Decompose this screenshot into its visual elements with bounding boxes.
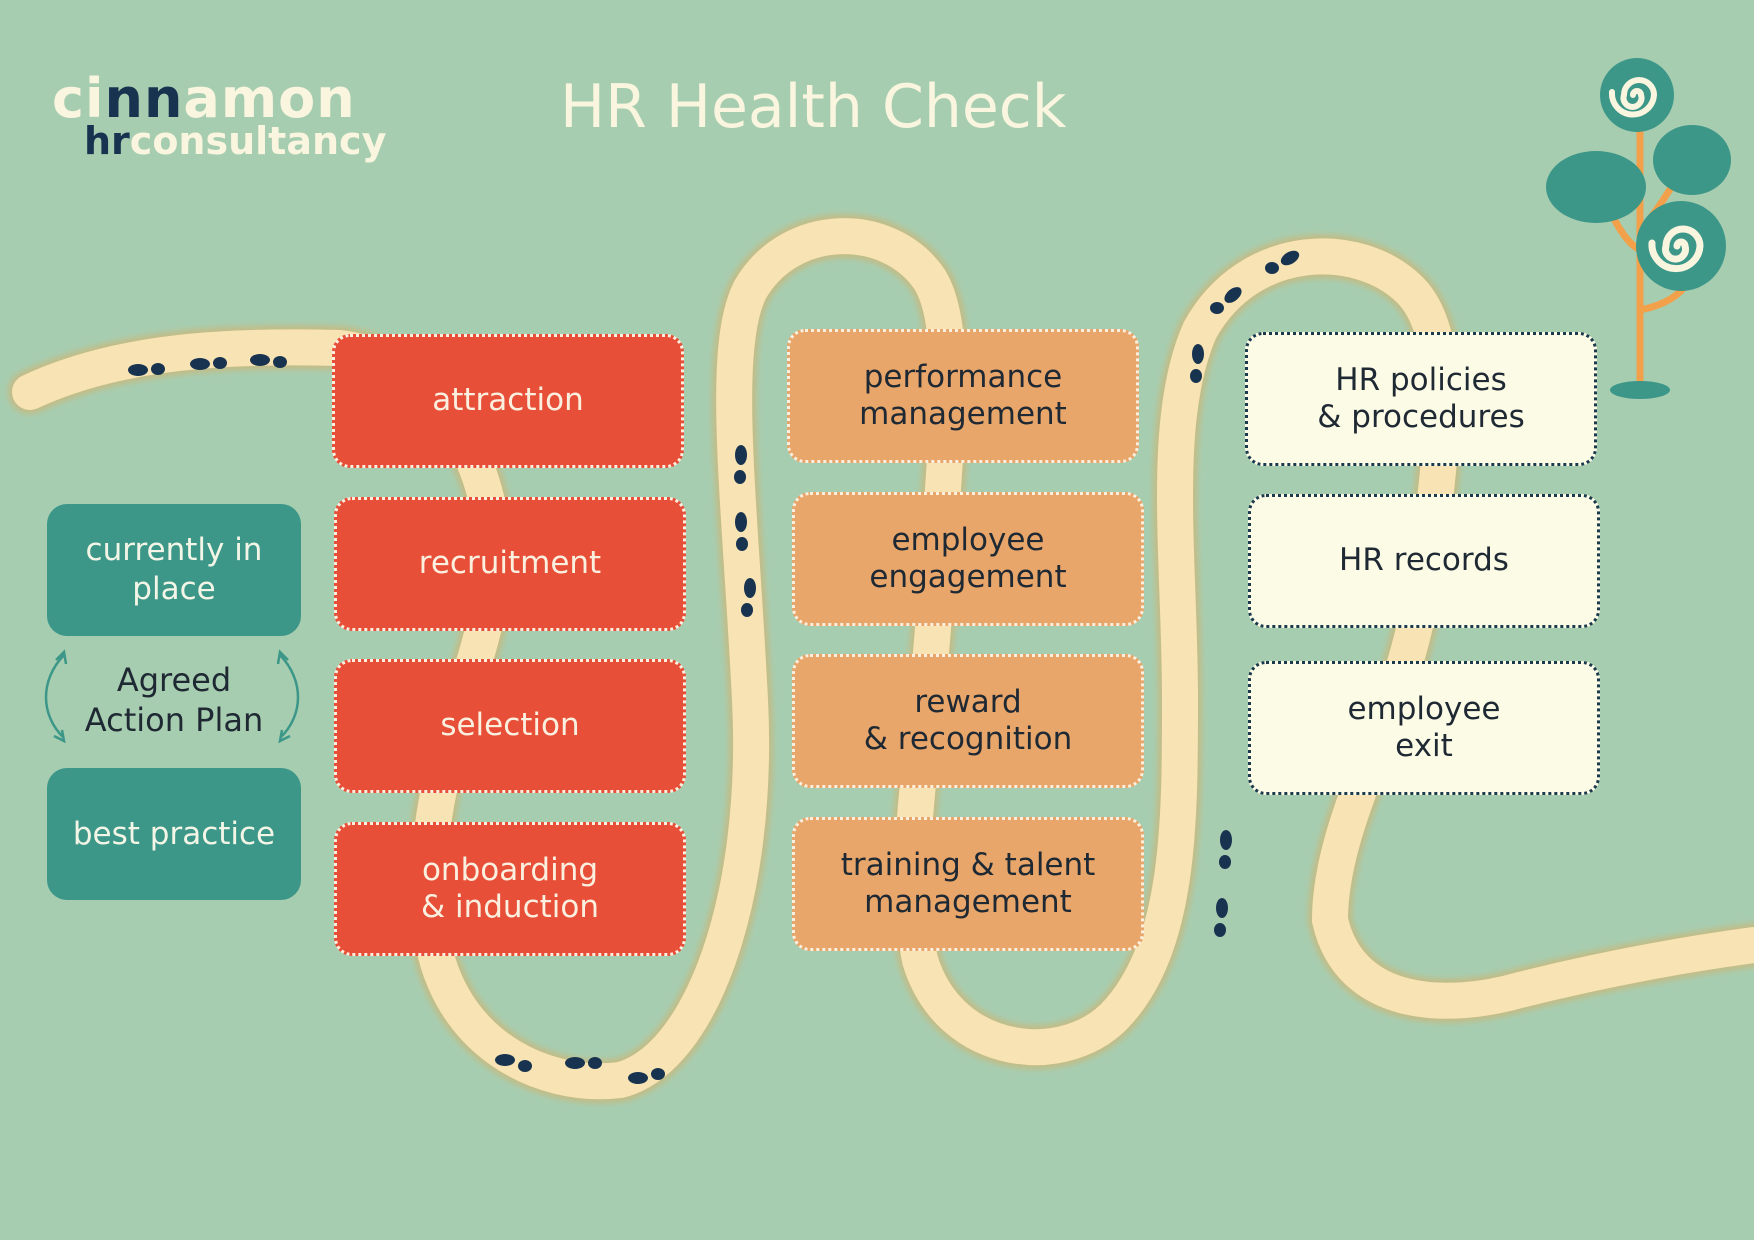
footprint-icon <box>128 363 165 376</box>
stage-hr-records: HR records <box>1248 494 1600 628</box>
legend-current-in-place: currently in place <box>47 504 301 636</box>
spiral-icon <box>1600 58 1674 132</box>
footprints <box>128 250 1300 1084</box>
stage-hr-policies-procedures: HR policies & procedures <box>1245 332 1597 466</box>
page-title: HR Health Check <box>560 72 1067 142</box>
stage-performance-management: performance management <box>787 329 1139 463</box>
footprint-icon <box>734 445 747 484</box>
footprint-icon <box>190 357 227 370</box>
company-logo: cinnamon hrconsultancy <box>52 67 387 163</box>
footprint-icon <box>1219 830 1232 869</box>
stage-selection: selection <box>334 659 686 793</box>
stage-reward-recognition: reward & recognition <box>792 654 1144 788</box>
footprint-icon <box>565 1057 602 1069</box>
legend-best-practice: best practice <box>47 768 301 900</box>
footprint-icon <box>495 1054 532 1072</box>
footprint-icon <box>250 354 287 368</box>
stage-attraction: attraction <box>332 334 684 468</box>
cycle-arrow-icon <box>44 649 68 744</box>
stage-onboarding-induction: onboarding & induction <box>334 822 686 956</box>
stage-employee-exit: employee exit <box>1248 661 1600 795</box>
stage-recruitment: recruitment <box>334 497 686 631</box>
cycle-arrow-icon <box>276 649 300 744</box>
footprint-icon <box>741 578 756 617</box>
footprint-icon <box>735 512 748 551</box>
footprint-icon <box>1210 287 1242 314</box>
footprint-icon <box>1190 344 1204 383</box>
tree-icon <box>1546 58 1731 399</box>
legend-agreed-action-plan: Agreed Action Plan <box>84 661 264 739</box>
cycle-arrows <box>44 649 300 744</box>
footprint-icon <box>1214 898 1228 937</box>
footprint-icon <box>628 1068 665 1084</box>
stage-training-talent-management: training & talent management <box>792 817 1144 951</box>
footprint-icon <box>1265 250 1300 274</box>
stage-employee-engagement: employee engagement <box>792 492 1144 626</box>
spiral-icon <box>1636 201 1726 291</box>
